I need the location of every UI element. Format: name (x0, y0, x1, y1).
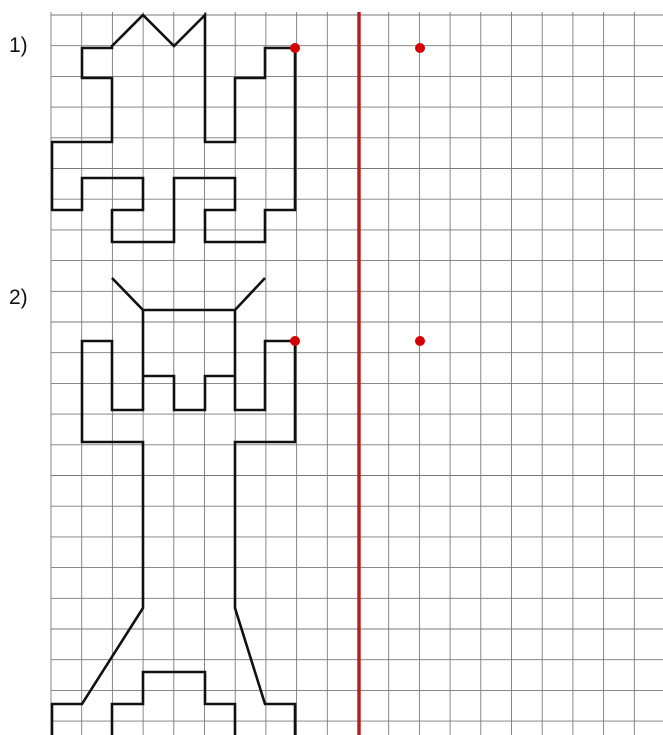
task-2-start-dot-left (290, 336, 300, 346)
task-1-start-dot-left (290, 43, 300, 53)
figure-1-half-outline (265, 15, 295, 48)
task-1-label: 1) (9, 34, 28, 57)
task-1-start-dot-right (415, 43, 425, 53)
task-2-label: 2) (9, 286, 28, 309)
task-2-start-dot-right (415, 336, 425, 346)
